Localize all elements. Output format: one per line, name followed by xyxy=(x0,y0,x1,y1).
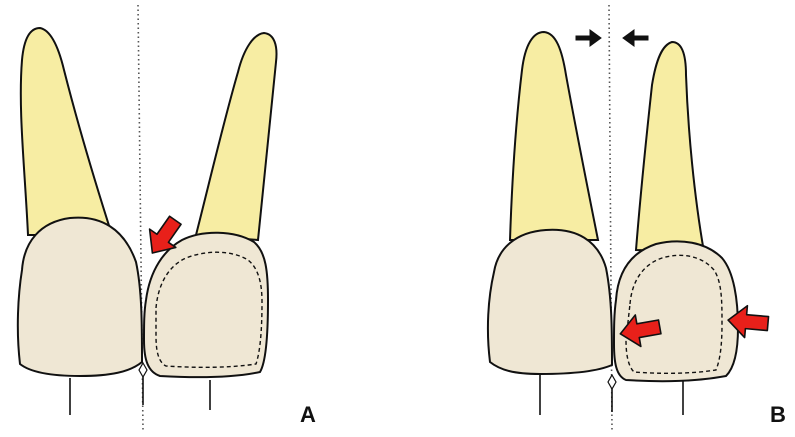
panel-a: A xyxy=(18,5,316,430)
black-arrow-left xyxy=(623,30,648,46)
root-a-right xyxy=(196,33,277,240)
crown-a-left xyxy=(18,218,142,376)
root-b-right xyxy=(636,42,704,252)
contact-point-b xyxy=(608,375,616,389)
panel-b: B xyxy=(488,5,786,430)
panel-label-a: A xyxy=(300,402,316,427)
left-tooth-b xyxy=(488,32,612,374)
left-tooth-a xyxy=(18,28,142,376)
black-arrow-right xyxy=(576,30,601,46)
root-b-left xyxy=(510,32,598,240)
root-a-left xyxy=(21,28,112,235)
black-arrow-icon xyxy=(576,30,648,46)
crown-b-left xyxy=(488,230,612,374)
contact-point-a xyxy=(139,363,147,377)
panel-label-b: B xyxy=(770,402,786,427)
right-tooth-a xyxy=(144,33,277,377)
crown-b-right xyxy=(614,241,738,381)
crown-a-right xyxy=(144,233,268,377)
